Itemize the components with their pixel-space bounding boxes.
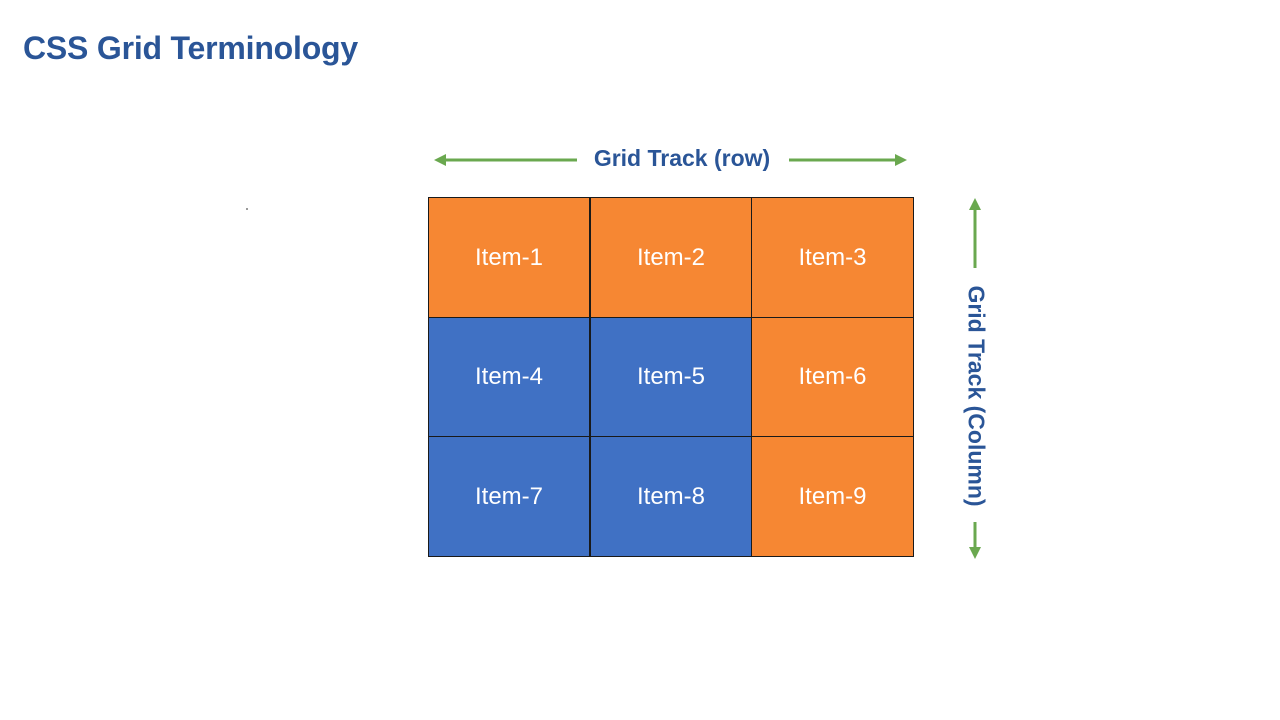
grid-item-9: Item-9 xyxy=(751,436,914,557)
grid-item-label: Item-4 xyxy=(474,363,543,390)
grid-item-5: Item-5 xyxy=(590,317,752,437)
grid-item-label: Item-7 xyxy=(474,482,543,510)
col-arrow-bottom-head xyxy=(969,547,981,559)
grid-item-label: Item-2 xyxy=(636,243,705,271)
grid-item-3: Item-3 xyxy=(751,197,914,318)
grid-item-4: Item-4 xyxy=(428,317,591,437)
grid-item-label: Item-6 xyxy=(798,363,867,390)
col-arrow-top-head xyxy=(969,198,981,210)
grid-item-6: Item-6 xyxy=(751,317,914,437)
grid-item-label: Item-8 xyxy=(636,482,705,510)
grid-item-2: Item-2 xyxy=(590,197,752,318)
grid-item-1: Item-1 xyxy=(428,197,591,318)
row-arrow-right-head xyxy=(895,154,907,166)
column-track-label: Grid Track (Column) xyxy=(963,285,990,507)
grid-item-label: Item-9 xyxy=(798,482,867,510)
grid-item-label: Item-3 xyxy=(798,243,867,271)
slide-title: CSS Grid Terminology xyxy=(23,30,359,66)
grid-item-8: Item-8 xyxy=(590,436,752,557)
row-track-label: Grid Track (row) xyxy=(593,145,771,171)
grid-item-label: Item-1 xyxy=(474,243,543,271)
grid-item-label: Item-5 xyxy=(636,363,705,390)
row-arrow-left-head xyxy=(434,154,446,166)
stray-dot xyxy=(246,208,248,210)
grid-item-7: Item-7 xyxy=(428,436,591,557)
